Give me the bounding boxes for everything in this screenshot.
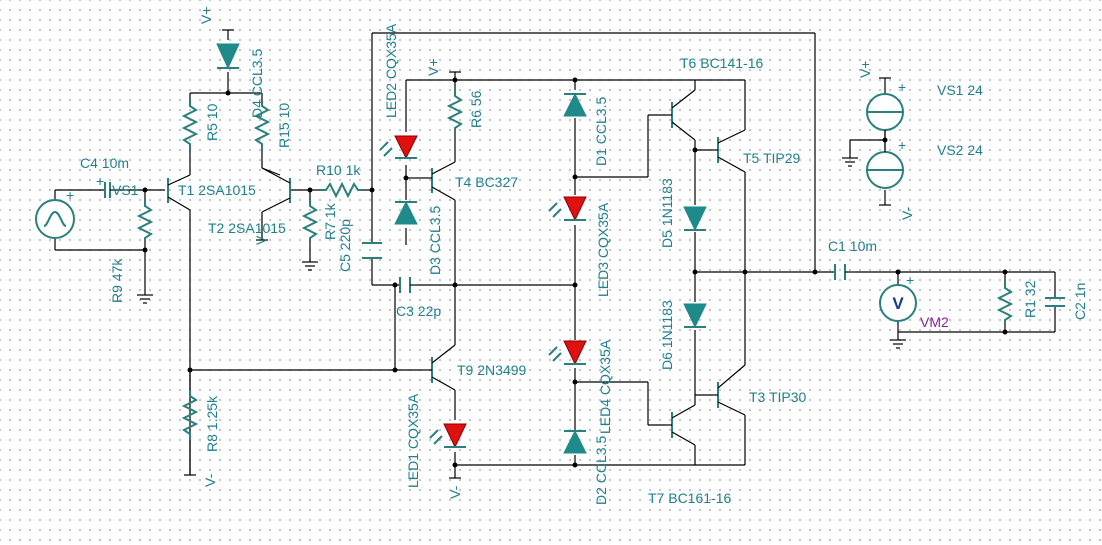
label-t5: T5 TIP29 (743, 150, 801, 166)
resistor-r15 (253, 100, 271, 150)
label-r8: R8 1.25k (204, 395, 220, 452)
label-c3: C3 22p (396, 303, 441, 319)
ac-source (35, 199, 75, 239)
label-vs1: VS1 24 (937, 82, 983, 98)
junctions (142, 77, 1008, 468)
label-t2: T2 2SA1015 (208, 220, 286, 236)
label-vs1-source: VS1 (112, 182, 139, 198)
label-d6: D6 1N1183 (659, 300, 675, 370)
resistor-r7 (301, 200, 319, 240)
label-t6: T6 BC141-16 (680, 55, 763, 71)
label-led3: LED3 CQX35A (595, 202, 611, 297)
resistor-r8 (181, 390, 199, 440)
label-plus-ac: + (66, 187, 74, 203)
label-d1: D1 CCL3.5 (593, 97, 609, 166)
transistors (167, 89, 746, 446)
component-labels: V+ D4 CCL3.5 R5 10 R15 10 C4 10m VS1 T1 … (66, 6, 1088, 506)
label-vm2: VM2 (920, 314, 949, 330)
capacitors (104, 182, 1065, 307)
label-vminus-supply: V- (899, 206, 915, 220)
resistor-r10 (320, 181, 362, 199)
label-t4: T4 BC327 (455, 174, 518, 190)
label-t9: T9 2N3499 (457, 362, 526, 378)
voltmeter-vm2: V (879, 284, 917, 322)
resistors (136, 90, 1014, 475)
label-c1: C1 10m (828, 238, 877, 254)
label-c4: C4 10m (80, 155, 129, 171)
dc-sources (866, 93, 904, 189)
label-r6: R6 56 (468, 90, 484, 128)
label-d4: D4 CCL3.5 (249, 49, 265, 118)
label-d5: D5 1N1183 (659, 178, 675, 248)
label-led1: LED1 CQX35A (405, 393, 421, 488)
ground-symbols (137, 157, 906, 349)
label-r9: R9 47k (109, 258, 125, 303)
leds (379, 135, 587, 449)
label-vplus-mid: V+ (425, 58, 441, 76)
resistor-r6 (446, 90, 464, 130)
label-plus-vs2: + (898, 137, 906, 153)
label-t3: T3 TIP30 (749, 389, 807, 405)
supply-arrows (184, 29, 891, 479)
resistor-r1 (996, 282, 1014, 322)
label-r1: R1 32 (1022, 280, 1038, 318)
label-vplus-top: V+ (198, 6, 214, 24)
diodes (216, 43, 707, 454)
label-vminus-bottom: V- (447, 485, 463, 499)
label-led2: LED2 CQX35A (383, 23, 399, 118)
resistor-r5 (181, 100, 199, 150)
label-plus-vs1: + (898, 79, 906, 95)
label-r7: R7 1k (322, 202, 338, 240)
label-d2: D2 CCL3.5 (593, 436, 609, 505)
label-c5: C5 220p (337, 219, 353, 272)
label-vminus-left: V- (202, 473, 218, 487)
label-t7: T7 BC161-16 (648, 490, 731, 506)
label-r15: R15 10 (276, 103, 292, 148)
label-t1: T1 2SA1015 (178, 182, 256, 198)
label-c2: C2 1n (1072, 283, 1088, 320)
label-vs2: VS2 24 (937, 142, 983, 158)
label-d3: D3 CCL3.5 (427, 206, 443, 275)
label-r5: R5 10 (204, 103, 220, 141)
voltmeter-symbol: V (892, 294, 904, 313)
label-plus-vm: + (906, 272, 914, 288)
label-r10: R10 1k (316, 162, 361, 178)
label-v-t2: V (253, 235, 269, 245)
label-plus-c4: + (96, 173, 104, 189)
resistor-r9 (136, 200, 154, 240)
label-led4: LED4 CQX35A (597, 339, 613, 434)
label-vplus-supply: V+ (857, 60, 873, 78)
